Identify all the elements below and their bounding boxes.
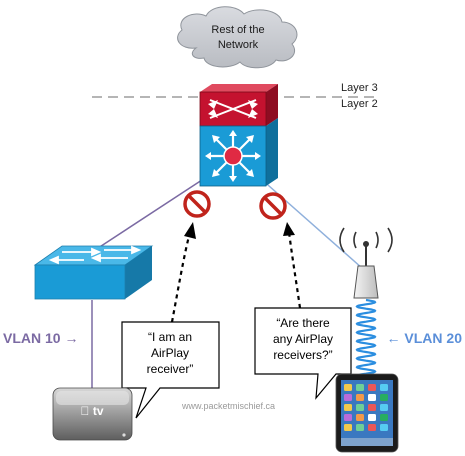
link-core-to-ap [259, 177, 363, 269]
multicast-arrow-left [170, 222, 196, 323]
bubble-right-line2: any AirPlay [273, 332, 333, 346]
ipad-app-icon [344, 394, 352, 401]
ipad-app-icon [368, 414, 376, 421]
cloud-label-line2: Network [218, 39, 259, 51]
blocked-icon-left [183, 190, 211, 218]
link-core-to-switch [91, 177, 206, 253]
ipad-app-icon [380, 394, 388, 401]
ipad-app-icon [356, 394, 364, 401]
ipad-app-icon [368, 404, 376, 411]
speech-bubble-right: “Are there any AirPlay receivers?” [254, 307, 352, 400]
access-switch [33, 245, 154, 300]
layer3-label: Layer 3 [341, 82, 378, 94]
ipad-app-icons [344, 384, 388, 431]
ipad-device [335, 373, 399, 453]
ipad-app-icon [368, 384, 376, 391]
layer2-label: Layer 2 [341, 98, 378, 110]
ipad-app-icon [368, 394, 376, 401]
cloud-label-line1: Rest of the [211, 24, 264, 36]
ipad-app-icon [356, 404, 364, 411]
bubble-left-line1: “I am an [148, 330, 192, 344]
bubble-left-line3: receiver” [147, 362, 194, 376]
blocked-icon-right [259, 192, 287, 220]
apple-tv-device:  tv [52, 387, 133, 441]
ipad-app-icon [380, 404, 388, 411]
ipad-app-icon [380, 414, 388, 421]
ipad-app-icon [344, 424, 352, 431]
ipad-app-icon [344, 414, 352, 421]
multicast-arrow-right [283, 222, 302, 309]
core-switch-layer2 [199, 118, 278, 187]
ipad-app-icon [380, 424, 388, 431]
cloud: Rest of the Network [177, 6, 298, 69]
bubble-left-line2: AirPlay [151, 346, 189, 360]
core-router-layer3 [199, 84, 278, 127]
ipad-app-icon [380, 384, 388, 391]
wireless-access-point [339, 227, 393, 299]
ipad-app-icon [368, 424, 376, 431]
apple-tv-logo:  tv [80, 404, 103, 418]
bubble-right-line1: “Are there [276, 316, 330, 330]
ipad-app-icon [356, 424, 364, 431]
bubble-right-line3: receivers?” [273, 348, 332, 362]
ipad-app-icon [344, 404, 352, 411]
vlan20-label: ← VLAN 20 [387, 330, 463, 346]
ipad-app-icon [356, 384, 364, 391]
vlan10-label: VLAN 10 → [3, 330, 78, 346]
ipad-app-icon [344, 384, 352, 391]
ipad-app-icon [356, 414, 364, 421]
watermark: www.packetmischief.ca [181, 401, 275, 411]
speech-bubble-left: “I am an AirPlay receiver” [121, 321, 220, 419]
wireless-signal-coil [355, 298, 377, 380]
